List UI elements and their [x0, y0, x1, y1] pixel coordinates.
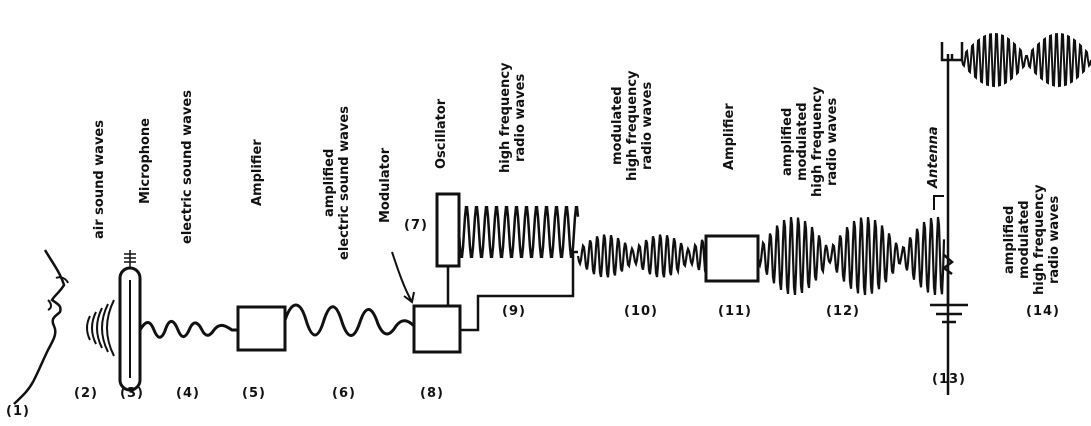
- label-amplified-electric-sound-waves: amplified electric sound waves: [322, 106, 352, 260]
- amplified-electric-sound-waves: [283, 303, 416, 337]
- number-12: (12): [826, 304, 860, 319]
- oscillator-box: [435, 192, 461, 268]
- antenna-top: [940, 42, 964, 62]
- microphone-coil: [124, 250, 136, 268]
- amplified-modulated-radio-waves: [756, 216, 946, 296]
- number-14: (14): [1026, 304, 1060, 319]
- radiated-radio-waves: [961, 32, 1091, 88]
- label-modulated-radio-waves: modulated high frequency radio waves: [610, 70, 655, 182]
- label-modulator: Modulator: [378, 147, 393, 223]
- antenna-mast: [941, 54, 954, 395]
- number-13: (13): [932, 372, 966, 387]
- number-8: (8): [420, 386, 444, 401]
- nostril: [47, 299, 52, 311]
- number-1: (1): [6, 404, 30, 419]
- amplifier-2-box: [704, 234, 760, 283]
- electric-sound-waves: [138, 320, 238, 339]
- label-oscillator: Oscillator: [434, 98, 449, 170]
- number-5: (5): [242, 386, 266, 401]
- label-amplifier-2: Amplifier: [722, 103, 737, 171]
- label-amplifier-1: Amplifier: [250, 139, 265, 207]
- number-7: (7): [404, 218, 428, 233]
- high-frequency-radio-waves: [457, 206, 580, 258]
- antenna-pointer: [933, 195, 944, 210]
- number-9: (9): [502, 304, 526, 319]
- number-4: (4): [176, 386, 200, 401]
- modulator-box: [412, 304, 462, 354]
- label-high-frequency-radio-waves: high frequency radio waves: [498, 62, 528, 174]
- label-air-sound-waves: air sound waves: [92, 120, 107, 240]
- modulated-radio-waves: [576, 234, 708, 278]
- face-profile: [13, 249, 66, 405]
- number-11: (11): [718, 304, 752, 319]
- air-sound-waves-arcs: [86, 299, 115, 357]
- label-electric-sound-waves: electric sound waves: [180, 90, 195, 244]
- number-3: (3): [120, 386, 144, 401]
- amplifier-1-box: [236, 305, 287, 352]
- modulator-output-wire: [460, 250, 578, 332]
- label-microphone: Microphone: [138, 118, 153, 205]
- label-amplified-modulated-radio-waves: amplified modulated high frequency radio…: [780, 86, 840, 198]
- number-2: (2): [74, 386, 98, 401]
- label-antenna: Antenna: [926, 126, 941, 188]
- modulator-arrow: [391, 251, 415, 304]
- label-radiated-radio-waves: amplified modulated high frequency radio…: [1002, 184, 1062, 296]
- number-6: (6): [332, 386, 356, 401]
- eye: [55, 276, 69, 284]
- number-10: (10): [624, 304, 658, 319]
